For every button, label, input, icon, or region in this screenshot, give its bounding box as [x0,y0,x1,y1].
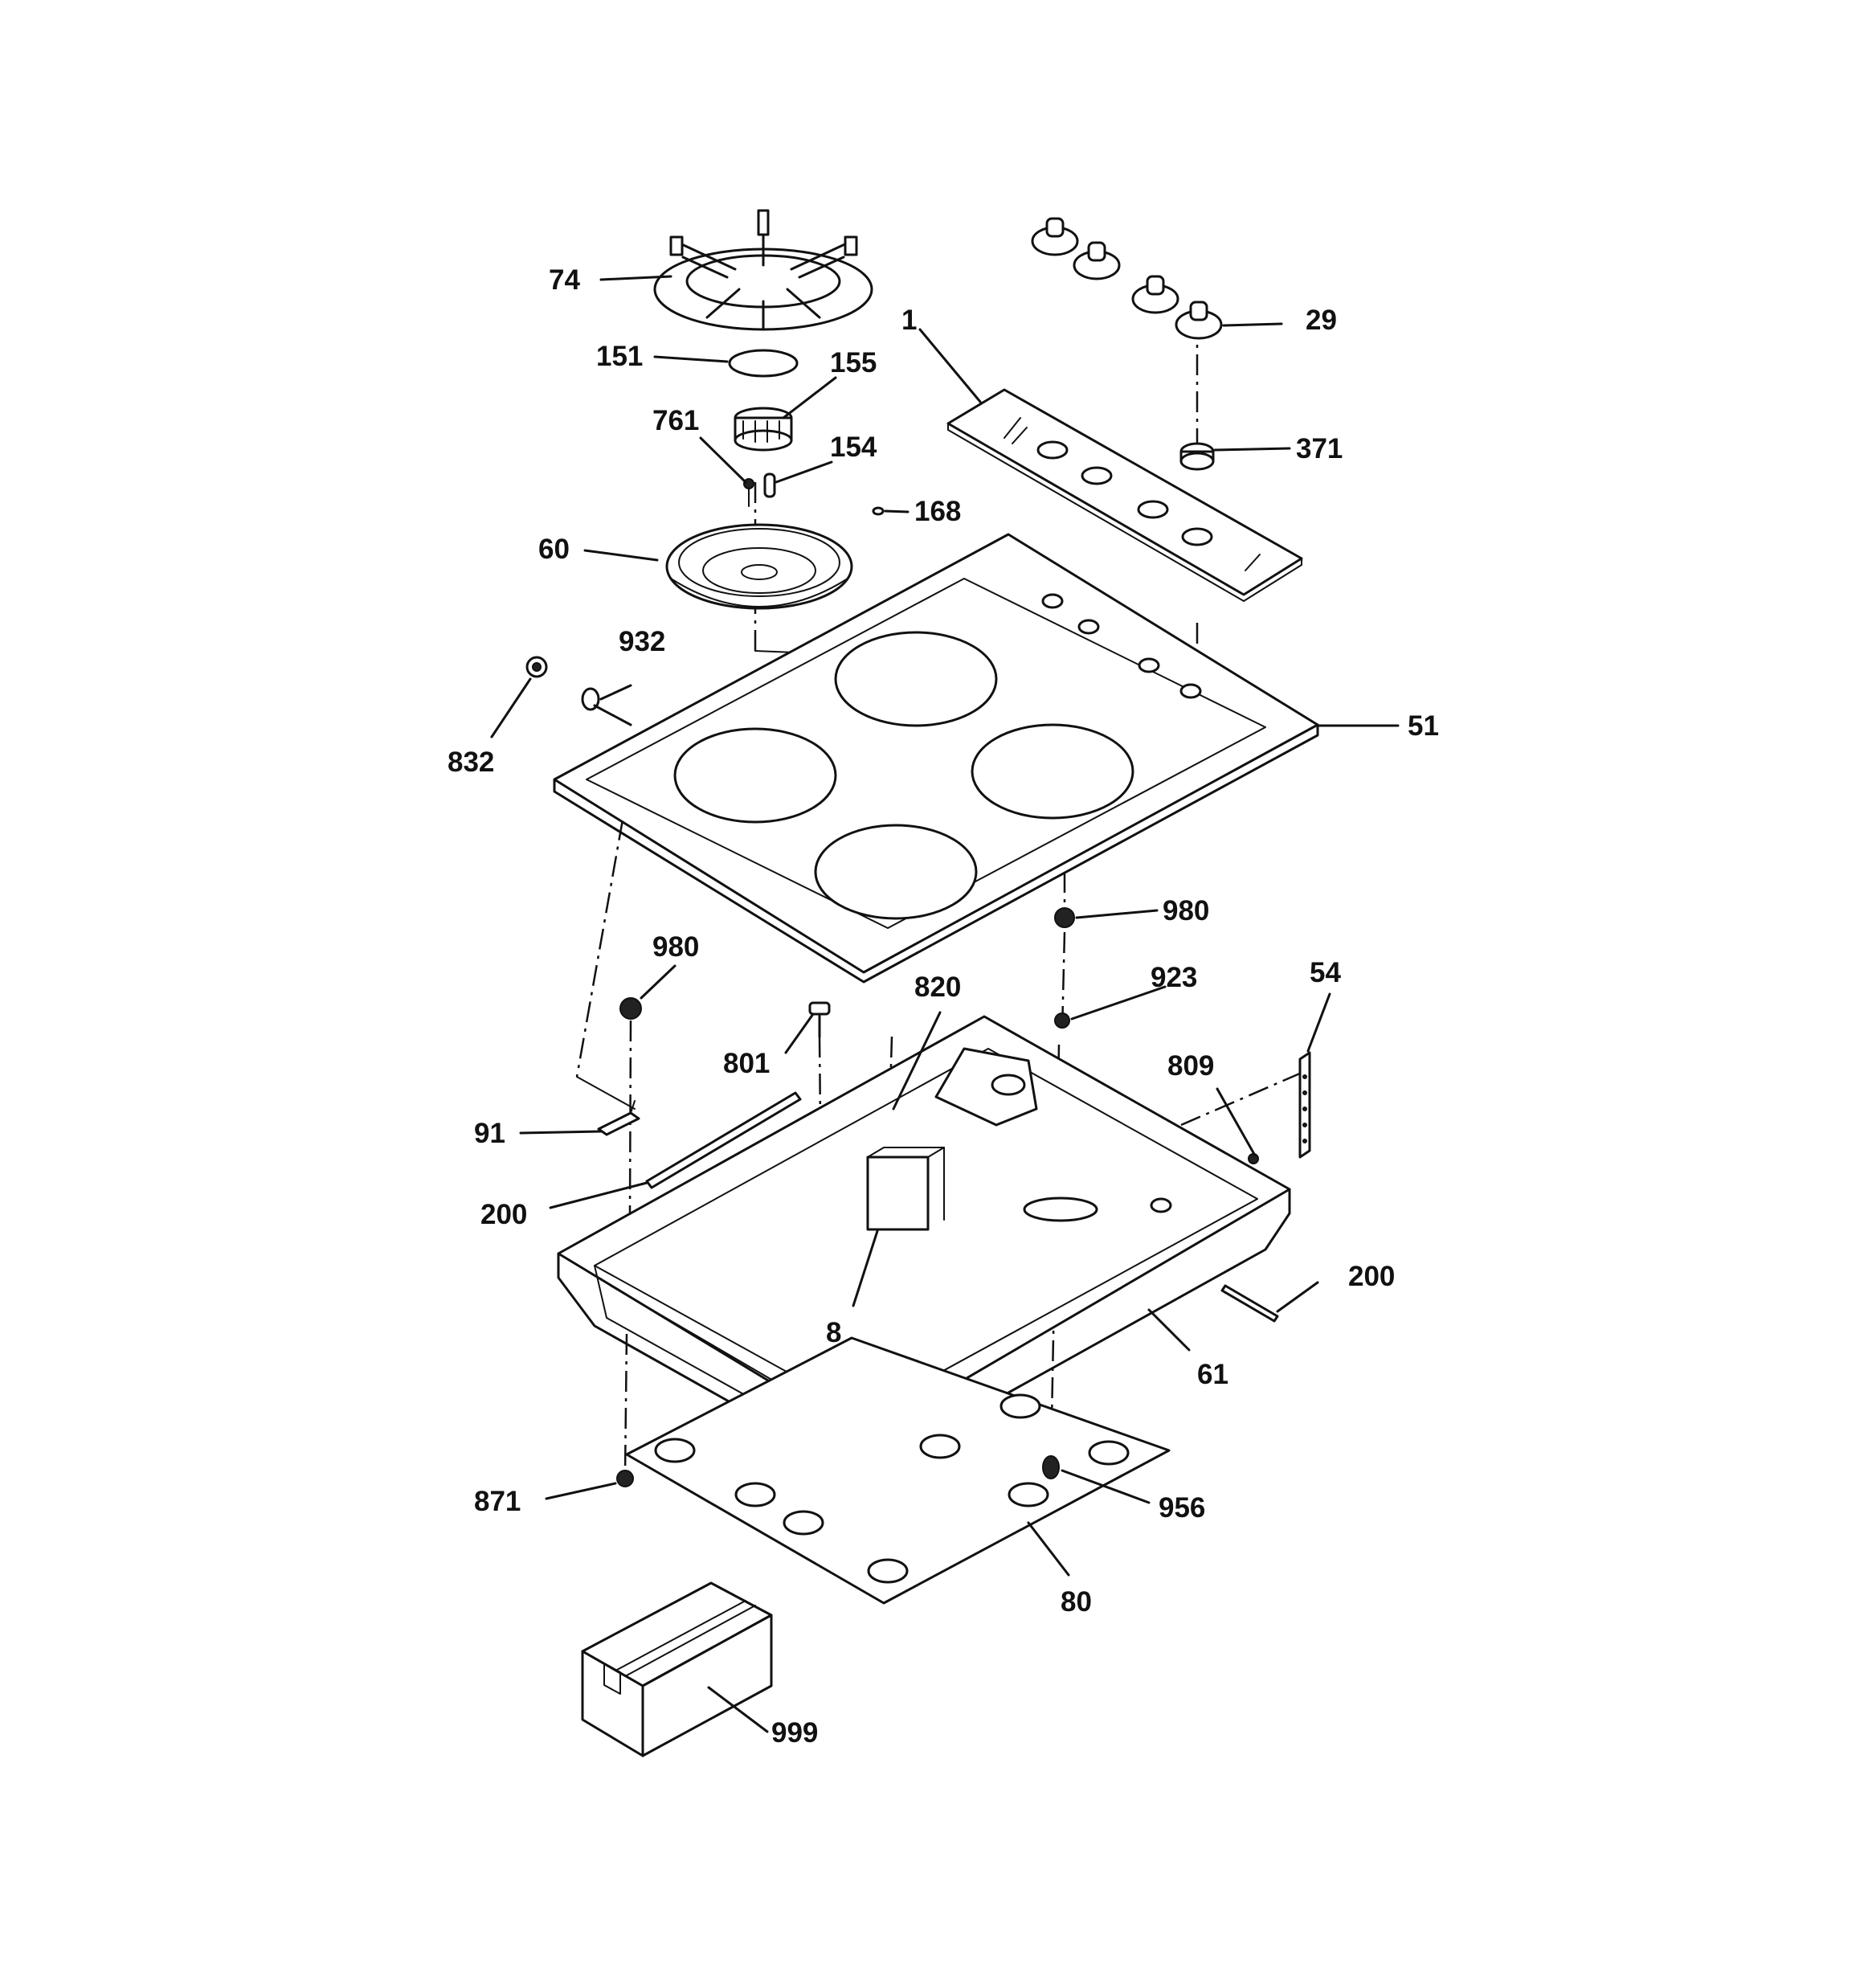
bolt-801 [808,1001,831,1038]
label-1: 1 [901,305,917,336]
burner-bowl-60 [665,523,853,610]
bracket-strip-54 [1298,1051,1311,1159]
gasket-200-right [1220,1284,1279,1323]
label-80: 80 [1061,1586,1092,1618]
label-29: 29 [1306,305,1337,336]
label-999: 999 [771,1717,818,1749]
part-number-labels: 74 151 155 761 154 168 60 1 29 371 51 93… [448,264,1439,1749]
nut-980-left [619,997,642,1020]
label-932: 932 [619,626,665,657]
label-60: 60 [538,534,570,565]
label-51: 51 [1408,710,1439,742]
screw-168 [872,506,885,516]
label-761: 761 [652,405,699,436]
label-155: 155 [830,347,877,378]
label-871: 871 [474,1486,521,1517]
knob-bezel-371 [1179,442,1215,471]
bracket-91 [597,1100,640,1136]
electrode-154 [763,472,776,498]
gasket-200-left [645,1091,802,1189]
label-74: 74 [549,264,580,296]
label-200-left: 200 [480,1199,527,1230]
clip-956 [1042,1455,1060,1479]
leader-lines [490,275,1400,1733]
cooktop-51 [553,533,1319,984]
screw-923 [1054,1012,1070,1029]
nut-871 [616,1470,634,1487]
label-809: 809 [1167,1050,1214,1082]
label-54: 54 [1310,957,1341,988]
label-91: 91 [474,1118,505,1149]
label-371: 371 [1296,433,1343,464]
label-168: 168 [914,496,961,527]
label-151: 151 [596,341,643,372]
label-980-left: 980 [652,931,699,963]
label-980-right: 980 [1163,895,1209,927]
label-820: 820 [914,972,961,1003]
burner-box-61 [557,1015,1291,1472]
screw-809 [1248,1153,1259,1164]
nut-980-right [1054,907,1075,928]
label-8: 8 [826,1317,841,1348]
literature-box-999 [581,1581,773,1757]
label-61: 61 [1197,1359,1228,1390]
label-801: 801 [723,1048,770,1079]
burner-grate-74 [653,209,873,331]
label-200-right: 200 [1348,1261,1395,1292]
bottom-plate-80 [625,1336,1171,1605]
label-154: 154 [830,432,877,463]
label-832: 832 [448,747,494,778]
spacer-832 [525,656,548,678]
control-knobs-29 [1031,217,1223,340]
control-panel-1 [946,388,1303,602]
label-956: 956 [1159,1492,1205,1524]
label-923: 923 [1151,962,1197,993]
burner-cap-151 [728,349,799,378]
burner-head-155 [734,407,793,452]
